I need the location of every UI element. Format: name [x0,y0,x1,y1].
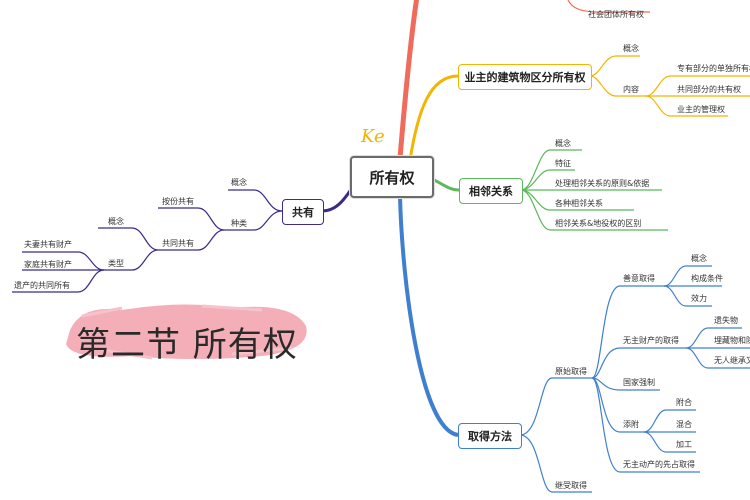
purple-type-item[interactable]: 夫妻共有财产 [24,240,72,249]
blue-good-faith-item[interactable]: 效力 [691,294,707,303]
blue-ownerless-item[interactable]: 遗失物 [714,316,738,325]
blue-accession-item[interactable]: 附合 [676,398,692,407]
orange-concept[interactable]: 概念 [623,44,639,53]
node-building-ownership[interactable]: 业主的建筑物区分所有权 [458,64,592,90]
green-item[interactable]: 处理相邻关系的原则&依据 [555,179,650,188]
blue-good-faith-item[interactable]: 概念 [691,254,707,263]
blue-accession-item[interactable]: 混合 [676,420,692,429]
purple-joint-type[interactable]: 类型 [108,259,124,268]
purple-type-item[interactable]: 遗产的共同所有 [14,281,70,290]
blue-state[interactable]: 国家强制 [623,378,655,387]
node-acquisition[interactable]: 取得方法 [458,423,522,449]
orange-content-item[interactable]: 专有部分的单独所有权 [677,64,750,73]
blue-ownerless[interactable]: 无主财产的取得 [623,336,679,345]
green-item[interactable]: 特征 [555,159,571,168]
blue-movables[interactable]: 无主动产的先占取得 [623,460,695,469]
orange-content-item[interactable]: 业主的管理权 [677,105,725,114]
blue-good-faith-item[interactable]: 构成条件 [691,274,723,283]
purple-share[interactable]: 按份共有 [162,197,194,206]
blue-successor[interactable]: 继受取得 [555,481,587,490]
orange-content-item[interactable]: 共同部分的共有权 [677,85,741,94]
highlight-brush [66,304,307,360]
purple-type-item[interactable]: 家庭共有财产 [24,260,72,269]
blue-ownerless-item[interactable]: 无人继承又 [714,356,750,365]
green-item[interactable]: 各种相邻关系 [555,199,603,208]
ke-mark: Ke [361,126,385,147]
purple-concept[interactable]: 概念 [231,178,247,187]
blue-original[interactable]: 原始取得 [555,367,587,376]
purple-joint-concept[interactable]: 概念 [108,217,124,226]
purple-kind[interactable]: 种类 [231,219,247,228]
blue-ownerless-item[interactable]: 埋藏物和隐 [714,336,750,345]
blue-accession[interactable]: 添附 [623,420,639,429]
root-node[interactable]: 所有权 [350,156,434,198]
purple-joint[interactable]: 共同共有 [162,239,194,248]
top-item[interactable]: 社会团体所有权 [588,10,644,19]
page-title: 第二节 所有权 [76,325,298,365]
orange-content[interactable]: 内容 [623,85,639,94]
node-neighbor-relations[interactable]: 相邻关系 [459,178,523,204]
green-item[interactable]: 概念 [555,139,571,148]
blue-accession-item[interactable]: 加工 [676,440,692,449]
green-item[interactable]: 相邻关系&地役权的区别 [555,219,642,228]
blue-good-faith[interactable]: 善意取得 [623,274,655,283]
node-co-ownership[interactable]: 共有 [282,199,324,225]
